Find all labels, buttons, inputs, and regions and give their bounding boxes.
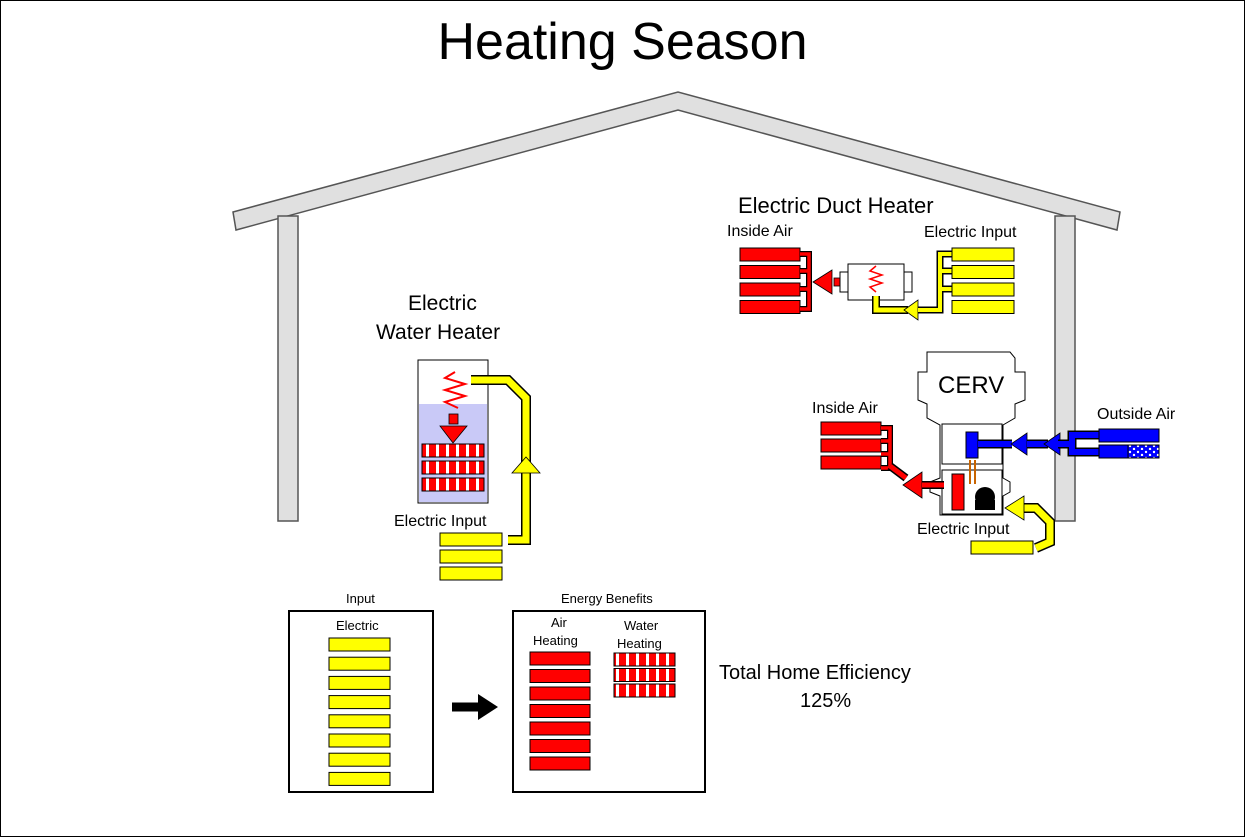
electric-unit [439, 549, 503, 564]
electric-unit [951, 247, 1015, 262]
page-title: Heating Season [437, 13, 808, 71]
summary-input-caption: Input [346, 591, 375, 606]
summary-panel [288, 610, 706, 793]
electric-unit [328, 752, 391, 767]
water-heat-unit [613, 668, 676, 682]
electric-unit [951, 282, 1015, 297]
water-heat-unit [421, 443, 485, 458]
water-heater-title-line2: Water Heater [376, 321, 501, 344]
electric-unit [328, 714, 391, 729]
electric-unit [328, 733, 391, 748]
cerv-unit [820, 351, 1160, 555]
air-heat-unit [820, 438, 882, 453]
air-heat-unit [529, 756, 591, 771]
air-heat-unit [820, 455, 882, 470]
air-heat-unit [529, 704, 591, 718]
summary-water-heating-stack [613, 652, 676, 698]
cerv-inside-air-stack [820, 421, 882, 470]
cerv-electric-input-label: Electric Input [917, 521, 1010, 538]
water-heat-unit [613, 683, 676, 698]
efficiency-label: Total Home Efficiency [719, 662, 911, 684]
water-heat-unit [421, 460, 485, 475]
summary-water-label-2: Heating [617, 636, 662, 651]
air-heat-unit [739, 282, 801, 297]
air-heat-unit [529, 651, 591, 666]
water-heat-unit [421, 477, 485, 492]
electric-unit [951, 265, 1015, 279]
air-heat-unit [529, 669, 591, 683]
duct-inside-air-label: Inside Air [727, 223, 793, 240]
water-heat-stack [421, 443, 485, 492]
summary-water-label-1: Water [624, 618, 659, 633]
duct-heater-title: Electric Duct Heater [738, 193, 934, 218]
cerv-label: CERV [938, 372, 1005, 399]
summary-input-stack [328, 637, 391, 786]
air-heat-unit [739, 300, 801, 314]
electric-unit [951, 300, 1015, 314]
summary-air-heating-stack [529, 651, 591, 771]
duct-electric-input-label: Electric Input [924, 224, 1017, 241]
air-heat-unit [529, 739, 591, 753]
duct-inside-air-stack [739, 247, 801, 314]
summary-air-label-2: Heating [533, 633, 578, 648]
electric-unit [328, 675, 391, 690]
water-heater-electric-input [439, 532, 503, 581]
electric-unit [328, 771, 391, 786]
water-heat-unit [613, 652, 676, 667]
cerv-inside-air-label: Inside Air [812, 400, 878, 417]
duct-electric-input-stack [951, 247, 1015, 314]
electric-duct-heater [739, 247, 1015, 321]
summary-input-type: Electric [336, 618, 379, 633]
air-heat-unit [739, 265, 801, 279]
air-heat-unit [529, 721, 591, 736]
air-heat-unit [820, 421, 882, 436]
summary-air-label-1: Air [551, 615, 567, 630]
water-heater-input-label: Electric Input [394, 513, 487, 530]
air-heat-unit [529, 686, 591, 701]
water-heater-title-line1: Electric [408, 292, 477, 315]
air-heat-unit [739, 247, 801, 262]
cerv-outside-air-label: Outside Air [1097, 406, 1176, 423]
electric-unit [328, 637, 391, 652]
efficiency-value: 125% [800, 690, 852, 712]
summary-benefits-caption: Energy Benefits [561, 591, 653, 606]
electric-unit [328, 695, 391, 710]
water-heater [417, 359, 541, 581]
electric-unit [439, 532, 503, 547]
electric-unit [439, 566, 503, 581]
electric-unit [328, 656, 391, 671]
